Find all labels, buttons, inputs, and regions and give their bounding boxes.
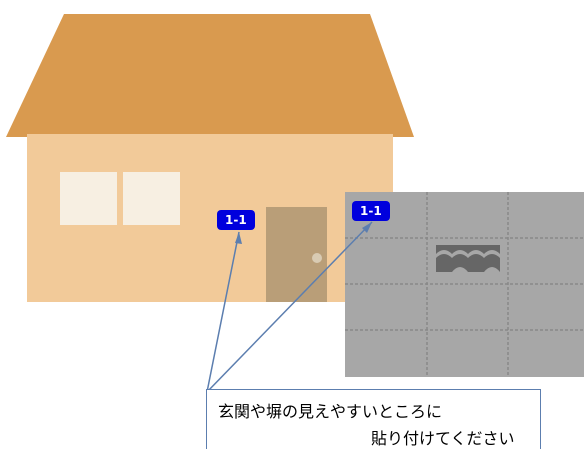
wall-label-badge: 1-1 xyxy=(217,210,255,230)
instruction-text-line1: 玄関や塀の見えやすいところに xyxy=(218,402,443,421)
house-window-right xyxy=(123,172,180,225)
panel-label-badge: 1-1 xyxy=(352,201,390,221)
panel-ornament xyxy=(436,245,500,272)
instruction-text-line2: 貼り付けてください xyxy=(371,429,515,448)
panel-background xyxy=(345,192,584,377)
panel-grid xyxy=(345,192,584,377)
roof-shape xyxy=(6,14,414,137)
instruction-callout xyxy=(206,389,541,449)
house-window-left xyxy=(60,172,117,225)
